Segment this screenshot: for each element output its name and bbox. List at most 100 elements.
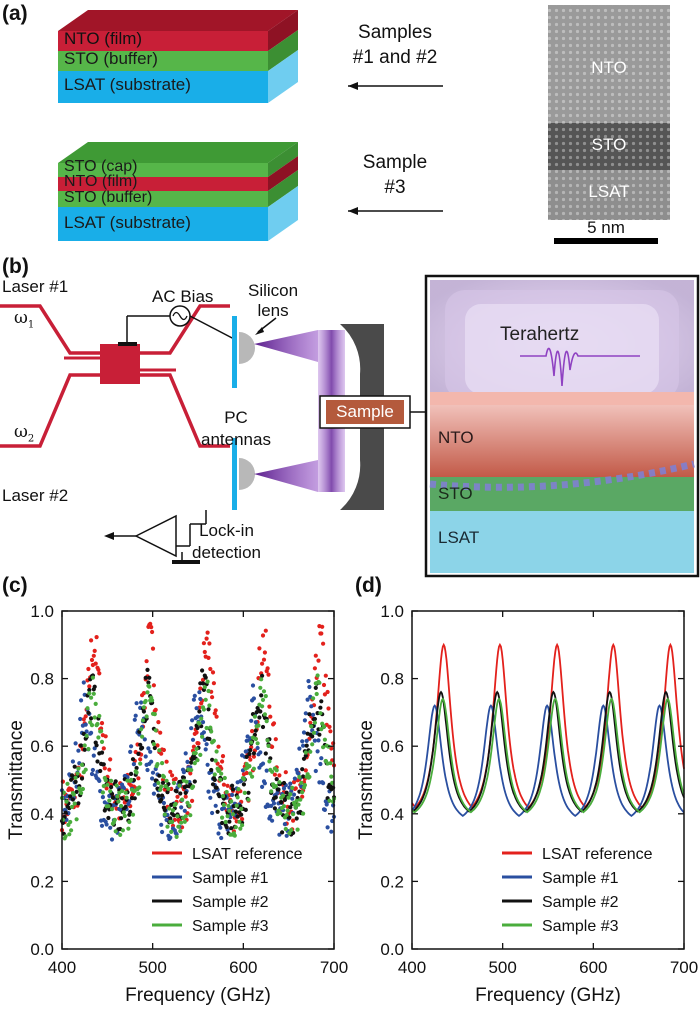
- data-point: [244, 754, 249, 759]
- data-point: [101, 762, 106, 767]
- stack1-sto-layer: [58, 51, 268, 71]
- data-point: [151, 742, 156, 747]
- data-point: [281, 793, 286, 798]
- data-point: [188, 771, 193, 776]
- data-point: [178, 791, 183, 796]
- data-point: [273, 795, 278, 800]
- data-point: [71, 792, 76, 797]
- data-point: [229, 826, 234, 831]
- data-point: [140, 718, 146, 723]
- data-point: [240, 817, 245, 822]
- data-point: [263, 694, 268, 699]
- data-point: [207, 736, 212, 742]
- data-point: [94, 743, 99, 748]
- data-point: [121, 810, 126, 815]
- data-point: [303, 768, 308, 773]
- data-point: [220, 815, 225, 820]
- data-point: [103, 734, 108, 739]
- data-point: [329, 774, 334, 779]
- data-point: [92, 715, 97, 720]
- data-point: [107, 767, 112, 772]
- data-point: [278, 811, 283, 816]
- data-point: [89, 638, 94, 643]
- pc-antenna-top: [232, 316, 237, 388]
- data-point: [260, 633, 266, 638]
- data-point: [268, 714, 273, 719]
- plot-area: [411, 642, 685, 818]
- x-axis-label: Frequency (GHz): [125, 985, 271, 1006]
- data-point: [89, 723, 95, 728]
- data-point: [203, 697, 208, 702]
- stack2-nto-layer: [58, 177, 268, 191]
- data-point: [314, 691, 319, 697]
- data-point: [79, 698, 84, 703]
- x-axis-label: Frequency (GHz): [475, 985, 621, 1006]
- data-point: [321, 781, 326, 786]
- interface-electrons: [429, 460, 695, 491]
- x-tick-label: 700: [670, 958, 698, 977]
- data-point: [105, 782, 110, 787]
- data-point: [267, 759, 272, 764]
- data-point: [70, 759, 75, 764]
- data-point: [94, 635, 99, 640]
- data-point: [240, 823, 245, 828]
- stack2-sto-buffer-label: STO (buffer): [64, 189, 153, 206]
- data-point: [251, 696, 256, 701]
- data-point: [210, 695, 215, 700]
- data-point: [136, 776, 141, 781]
- data-point: [216, 744, 221, 749]
- data-point: [191, 697, 196, 702]
- data-point: [112, 817, 117, 822]
- data-point: [157, 773, 162, 778]
- data-point: [197, 690, 202, 695]
- data-point: [145, 767, 150, 773]
- data-point: [68, 794, 73, 799]
- series-4-line: [411, 697, 685, 814]
- data-point: [248, 771, 253, 776]
- data-point: [318, 761, 323, 767]
- data-point: [317, 680, 322, 685]
- data-point: [205, 679, 210, 684]
- inset-lsat-label: LSAT: [438, 528, 480, 547]
- data-point: [109, 837, 115, 842]
- data-point: [310, 734, 315, 739]
- data-point: [134, 770, 139, 775]
- data-point: [291, 792, 297, 797]
- data-point: [246, 797, 251, 802]
- data-point: [230, 787, 236, 792]
- data-point: [230, 792, 235, 797]
- legend-label: LSAT reference: [192, 846, 303, 863]
- data-point: [239, 806, 244, 811]
- data-point: [198, 752, 203, 757]
- scale-bar-label: 5 nm: [587, 218, 625, 237]
- data-point: [145, 667, 150, 672]
- omega-2-label: ω2: [14, 422, 34, 444]
- stack2-lsat-label: LSAT (substrate): [64, 213, 191, 232]
- data-point: [150, 646, 156, 651]
- data-point: [169, 829, 174, 834]
- data-point: [258, 750, 263, 755]
- data-point: [301, 811, 306, 816]
- data-point: [271, 801, 277, 806]
- data-point: [291, 780, 297, 785]
- data-point: [206, 688, 211, 694]
- data-point: [147, 684, 152, 689]
- data-point: [142, 737, 147, 742]
- data-point: [288, 805, 293, 810]
- data-point: [87, 691, 92, 696]
- data-point: [92, 648, 97, 653]
- data-point: [208, 666, 213, 672]
- data-point: [178, 829, 183, 834]
- data-point: [237, 819, 242, 824]
- data-point: [318, 711, 323, 716]
- data-point: [233, 809, 238, 814]
- data-point: [256, 723, 261, 728]
- data-point: [138, 761, 143, 766]
- data-point: [68, 819, 73, 825]
- data-point: [153, 728, 158, 733]
- data-point: [156, 720, 161, 725]
- data-point: [185, 759, 190, 764]
- y-tick-label: 0.2: [380, 872, 404, 891]
- data-point: [166, 786, 171, 791]
- data-point: [320, 624, 325, 629]
